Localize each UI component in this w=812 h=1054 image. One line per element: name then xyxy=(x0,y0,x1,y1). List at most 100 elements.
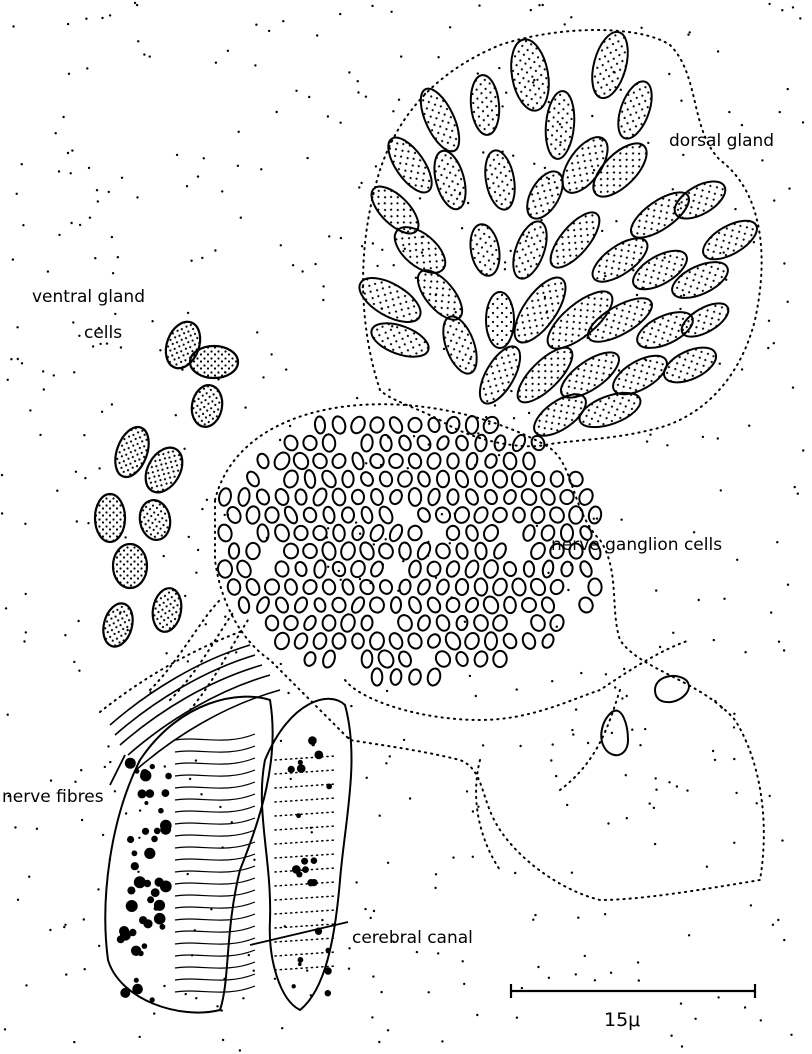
ganglion-cell xyxy=(577,596,595,615)
dorsal-gland-cell xyxy=(543,90,577,160)
cerebral-nucleus xyxy=(325,990,331,996)
stipple-dot xyxy=(285,368,287,370)
stipple-dot xyxy=(631,729,633,731)
ganglion-cell xyxy=(387,523,404,543)
ganglion-cell xyxy=(539,487,558,507)
ganglion-cell xyxy=(294,561,309,578)
stipple-dot xyxy=(39,434,41,436)
inner-division-lines xyxy=(345,640,690,870)
ganglion-cell xyxy=(455,434,470,451)
ganglion-cell xyxy=(379,434,393,452)
stipple-dot xyxy=(58,234,60,236)
stipple-dot xyxy=(620,89,622,91)
ganglion-cell xyxy=(217,487,232,507)
stipple-dot xyxy=(794,486,796,488)
stipple-dot xyxy=(322,299,324,301)
ganglion-cell xyxy=(445,597,460,614)
stipple-dot xyxy=(253,859,255,861)
cerebral-nucleus xyxy=(298,760,303,765)
ganglion-cell xyxy=(302,435,318,452)
ganglion-cell xyxy=(351,633,364,649)
stipple-dot xyxy=(534,914,536,916)
stipple-dot xyxy=(43,388,45,390)
nerve-fibres-leader xyxy=(110,755,125,785)
ventral-gland-cell xyxy=(149,586,184,634)
cerebral-dotted-row xyxy=(275,756,335,760)
ganglion-cell xyxy=(551,471,564,487)
cerebral-nucleus xyxy=(126,900,138,912)
cerebral-nucleus xyxy=(298,957,304,963)
stipple-dot xyxy=(769,795,771,797)
stipple-dot xyxy=(78,335,80,337)
ganglion-cell xyxy=(246,542,260,559)
ganglion-cell xyxy=(560,561,574,578)
cerebral-nucleus xyxy=(139,916,147,924)
stipple-dot xyxy=(195,759,197,761)
stipple-dot xyxy=(443,348,445,350)
stipple-dot xyxy=(761,159,763,161)
stipple-dot xyxy=(137,40,139,42)
stipple-dot xyxy=(189,778,191,780)
stipple-dot xyxy=(114,790,116,792)
stipple-dot xyxy=(86,67,88,69)
ganglion-cell xyxy=(435,434,451,451)
stipple-dot xyxy=(102,834,104,836)
ganglion-cell xyxy=(523,452,536,470)
cerebral-fringe-line xyxy=(175,782,255,788)
stipple-dot xyxy=(505,92,507,94)
cerebral-nucleus xyxy=(160,824,171,835)
ganglion-cell xyxy=(455,542,470,560)
stipple-dot xyxy=(584,955,586,957)
cerebral-nucleus xyxy=(144,801,148,805)
cerebral-fringe-line xyxy=(175,914,255,920)
stipple-dot xyxy=(117,256,119,258)
stipple-dot xyxy=(733,713,735,715)
ganglion-cell xyxy=(408,668,423,686)
stipple-dot xyxy=(741,124,743,126)
stipple-dot xyxy=(693,531,695,533)
stipple-dot xyxy=(254,64,256,66)
ganglion-cell xyxy=(255,488,272,507)
stipple-dot xyxy=(187,312,189,314)
dorsal-gland-cell xyxy=(659,340,722,389)
cerebral-fringe-line xyxy=(175,734,255,740)
ganglion-cell xyxy=(474,471,487,488)
ganglion-cell xyxy=(427,561,442,578)
cerebral-fringe-line xyxy=(175,818,255,824)
ganglion-cell xyxy=(483,488,499,506)
dorsal-gland-cell xyxy=(367,317,433,364)
ganglion-cell xyxy=(415,433,433,452)
ganglion-cell xyxy=(445,559,462,578)
stipple-dot xyxy=(461,227,463,229)
stipple-dot xyxy=(262,376,264,378)
ganglion-cell xyxy=(295,489,308,505)
stipple-dot xyxy=(1,512,3,514)
stipple-dot xyxy=(672,632,674,634)
ganglion-cell xyxy=(531,471,546,487)
ganglion-cell xyxy=(361,434,374,452)
stipple-dot xyxy=(552,743,554,745)
stipple-dot xyxy=(143,53,145,55)
stipple-dot xyxy=(109,14,111,16)
ganglion-cell xyxy=(521,524,536,542)
stipple-dot xyxy=(7,714,9,716)
ganglion-cell xyxy=(273,631,291,651)
stipple-dot xyxy=(416,951,418,953)
cerebral-nucleus xyxy=(147,896,154,903)
stipple-dot xyxy=(591,115,593,117)
ganglion-cell xyxy=(492,470,508,489)
ganglion-cell xyxy=(491,613,509,632)
ganglion-cell xyxy=(331,560,348,578)
stipple-dot xyxy=(219,806,221,808)
stipple-dot xyxy=(621,697,623,699)
ganglion-cell xyxy=(472,613,490,632)
ganglion-cell xyxy=(443,630,463,652)
stipple-dot xyxy=(62,116,64,118)
label-nerve-ganglion-cells: nerve ganglion cells xyxy=(551,535,722,555)
ganglion-cell xyxy=(408,488,421,506)
ganglion-cell xyxy=(274,596,291,615)
stipple-dot xyxy=(666,444,668,446)
stipple-dot xyxy=(186,185,188,187)
cerebral-fringe-line xyxy=(175,854,255,860)
